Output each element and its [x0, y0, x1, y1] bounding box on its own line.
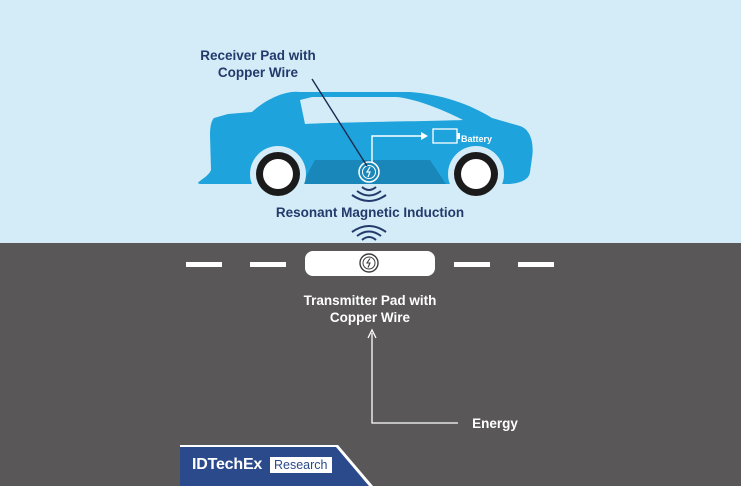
receiver-pad-area [302, 160, 446, 184]
hubcap [461, 159, 491, 189]
receiver-leader-line [311, 78, 368, 167]
lane-dash [454, 262, 490, 267]
arrow-up-icon [367, 328, 377, 339]
idtechex-logo: IDTechEx Research [180, 445, 380, 486]
lane-dash [250, 262, 286, 267]
logo-research-tag: Research [270, 457, 332, 473]
resonant-induction-label: Resonant Magnetic Induction [275, 205, 465, 220]
receiver-label-line2: Copper Wire [217, 65, 299, 80]
logo-brand-text: IDTechEx [192, 456, 263, 473]
signal-waves-icon [351, 186, 387, 202]
energy-label: Energy [472, 416, 518, 431]
lane-dash [518, 262, 554, 267]
car-window [300, 97, 463, 124]
arrow-to-battery [371, 135, 425, 162]
battery-icon [432, 128, 460, 144]
wireless-charging-icon [358, 161, 380, 183]
arrow-head [421, 132, 428, 140]
receiver-label-line1: Receiver Pad with [200, 48, 316, 63]
signal-waves-icon [351, 225, 387, 241]
car [198, 91, 533, 202]
hubcap [263, 159, 293, 189]
transmitter-pad-label: Transmitter Pad with Copper Wire [290, 292, 450, 326]
receiver-pad-label: Receiver Pad with Copper Wire [180, 47, 336, 81]
wireless-charging-icon [359, 253, 379, 273]
road-background [0, 243, 741, 486]
transmitter-label-line1: Transmitter Pad with [303, 293, 437, 308]
lane-dash [186, 262, 222, 267]
energy-line [371, 333, 458, 424]
transmitter-label-line2: Copper Wire [329, 310, 411, 325]
battery-label: Battery [461, 134, 493, 144]
lane-markings [186, 262, 554, 267]
